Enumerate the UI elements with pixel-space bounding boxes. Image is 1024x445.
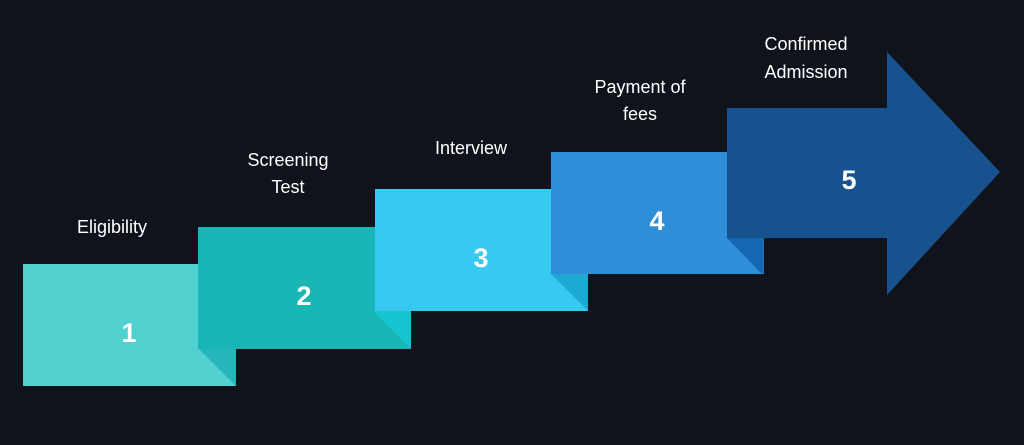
step-1-label-line-1: Eligibility — [77, 217, 147, 237]
step-5-fold — [727, 238, 763, 275]
step-5-label-line-1: Confirmed — [764, 34, 847, 54]
step-3-label-line-1: Interview — [435, 138, 508, 158]
step-5-number: 5 — [841, 165, 856, 195]
step-2-label-line-2: Test — [271, 177, 304, 197]
step-2-fold — [373, 311, 411, 349]
step-4-label-line-1: Payment of — [594, 77, 686, 97]
step-3-fold — [550, 273, 588, 311]
step-5-arrow — [727, 52, 1000, 295]
step-1-fold — [198, 348, 236, 386]
step-5-label-line-2: Admission — [764, 62, 847, 82]
step-4-number: 4 — [649, 206, 664, 236]
step-2-label-line-1: Screening — [247, 150, 328, 170]
step-3-number: 3 — [473, 243, 488, 273]
step-1-number: 1 — [121, 318, 136, 348]
step-4-label-line-2: fees — [623, 104, 657, 124]
step-2-number: 2 — [296, 281, 311, 311]
